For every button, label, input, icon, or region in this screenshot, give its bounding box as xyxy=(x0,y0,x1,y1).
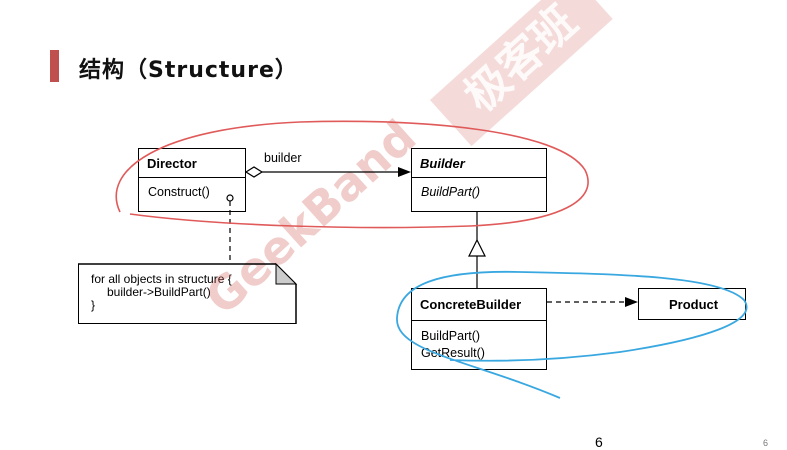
red-annotation-ellipse xyxy=(115,120,589,229)
builder-association-label: builder xyxy=(264,151,302,165)
concrete-builder-getresult-method: GetResult() xyxy=(421,346,485,360)
builder-buildpart-method: BuildPart() xyxy=(421,185,481,199)
concrete-builder-class-box: ConcreteBuilder BuildPart() GetResult() xyxy=(411,288,547,370)
concrete-builder-class-name: ConcreteBuilder xyxy=(412,289,546,321)
director-class-box: Director Construct() xyxy=(138,148,246,212)
director-class-name: Director xyxy=(139,149,245,178)
product-class-name: Product xyxy=(669,297,719,312)
director-note: for all objects in structure { builder->… xyxy=(78,264,296,324)
page-number-small: 6 xyxy=(763,438,769,448)
builder-class-name: Builder xyxy=(412,149,546,178)
note-line-2: builder->BuildPart() xyxy=(107,285,211,299)
title-accent-bar xyxy=(50,50,59,82)
note-anchor-circle-icon xyxy=(226,194,234,202)
inheritance-triangle-icon xyxy=(468,238,486,257)
slide-title: 结构（Structure） xyxy=(79,58,298,83)
aggregation-diamond-icon xyxy=(244,166,264,178)
builder-class-box: Builder BuildPart() xyxy=(411,148,547,212)
concrete-builder-buildpart-method: BuildPart() xyxy=(421,329,481,343)
dependency-arrowhead-icon xyxy=(625,297,638,307)
product-class-box: Product xyxy=(638,288,746,320)
director-construct-method: Construct() xyxy=(148,185,210,199)
association-arrowhead-icon xyxy=(398,167,411,177)
note-line-1: for all objects in structure { xyxy=(91,272,232,286)
page-number: 6 xyxy=(595,434,603,450)
blue-annotation-loop xyxy=(396,270,748,399)
note-line-3: } xyxy=(91,298,96,312)
note-folded-corner-icon xyxy=(275,262,298,285)
